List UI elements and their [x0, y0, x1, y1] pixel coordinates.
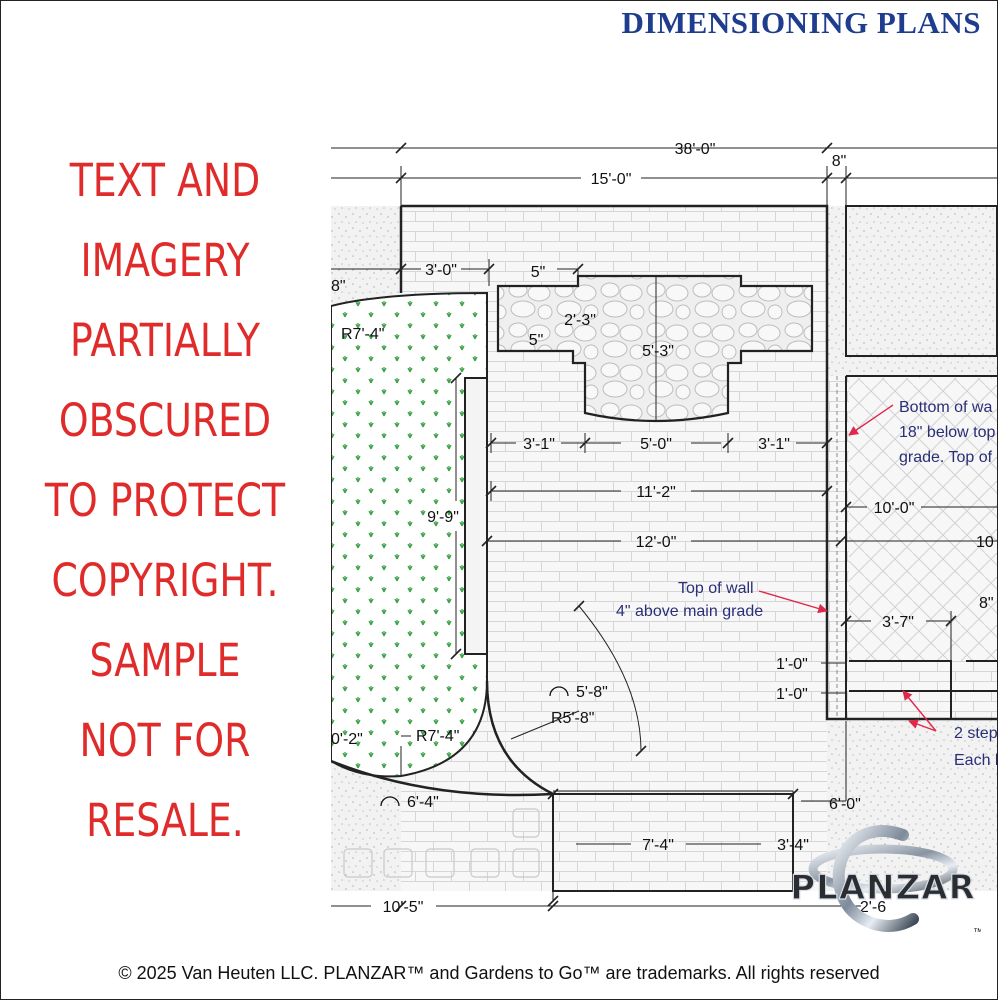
note-steps-line-1: 2 step	[954, 725, 997, 742]
dim-10-0: 10'-0"	[874, 500, 915, 517]
planzar-logo: PLANZAR ™	[790, 825, 981, 938]
dim-8-top: 8"	[832, 153, 847, 170]
dim-r5-8: R5'-8"	[551, 710, 594, 727]
dim-5-3: 5'-3"	[642, 343, 674, 360]
note-top-wall-line-1: Top of wall	[678, 580, 754, 597]
notice-line: TEXT AND	[69, 154, 261, 207]
dim-r7-4-bottom: R7'-4"	[416, 728, 459, 745]
dim-3-0: 3'-0"	[425, 262, 457, 279]
dim-12-0: 12'-0"	[636, 534, 677, 551]
dim-3-7: 3'-7"	[882, 614, 914, 631]
arc-length-icon	[549, 686, 569, 697]
dim-8-right: 8"	[979, 595, 994, 612]
note-bottom-wall-line-2: 18" below top	[899, 424, 996, 441]
dim-3-1-a: 3'-1"	[523, 436, 555, 453]
arc-length-icon	[380, 796, 400, 807]
notice-line: RESALE.	[86, 794, 244, 847]
notice-line: TO PROTECT	[44, 474, 286, 527]
dim-r7-4-top: R7'-4"	[341, 326, 384, 343]
dim-0-2: 0'-2"	[331, 731, 363, 748]
note-bottom-wall-line-1: Bottom of wa	[899, 399, 992, 416]
logo-text: PLANZAR	[790, 868, 976, 908]
logo-trademark: ™	[973, 927, 981, 938]
notice-line: COPYRIGHT.	[51, 554, 279, 607]
note-steps-line-2: Each h	[954, 752, 997, 769]
notice-line: NOT FOR	[79, 714, 251, 767]
notice-line: IMAGERY	[80, 234, 250, 287]
dim-11-2: 11'-2"	[636, 484, 676, 501]
dim-6-0: 6'-0"	[829, 796, 861, 813]
dim-8-left: 8"	[331, 278, 346, 295]
note-bottom-wall-line-3: grade. Top of	[899, 449, 993, 466]
notice-line: PARTIALLY	[69, 314, 261, 367]
note-top-wall-line-2: 4" above main grade	[616, 603, 763, 620]
dim-15-0: 15'-0"	[591, 171, 632, 188]
dim-7-4: 7'-4"	[642, 837, 674, 854]
dim-9-9: 9'-9"	[427, 509, 459, 526]
dim-5-0: 5'-0"	[640, 436, 672, 453]
dim-arc-5-8: 5'-8"	[576, 684, 608, 701]
dim-2-6: 2'-6	[860, 899, 886, 916]
copyright-notice: TEXT AND IMAGERY PARTIALLY OBSCURED TO P…	[39, 141, 291, 861]
dim-3-1-b: 3'-1"	[758, 436, 790, 453]
dim-1-0-a: 1'-0"	[776, 656, 808, 673]
footer-copyright: © 2025 Van Heuten LLC. PLANZAR™ and Gard…	[118, 963, 880, 983]
dim-1-0-b: 1'-0"	[776, 686, 808, 703]
dim-5-b: 5"	[529, 332, 544, 349]
dim-10-right: 10	[976, 534, 994, 551]
notice-line: OBSCURED	[58, 394, 272, 447]
dim-3-4: 3'-4"	[777, 837, 809, 854]
dim-5-a: 5"	[531, 264, 546, 281]
dim-10-5: 10'-5"	[383, 899, 424, 916]
dim-2-3: 2'-3"	[564, 312, 596, 329]
notice-line: SAMPLE	[89, 634, 241, 687]
dim-overall: 38'-0"	[675, 141, 716, 158]
dim-arc-6-4: 6'-4"	[407, 794, 439, 811]
page-title: DIMENSIONING PLANS	[621, 5, 981, 40]
